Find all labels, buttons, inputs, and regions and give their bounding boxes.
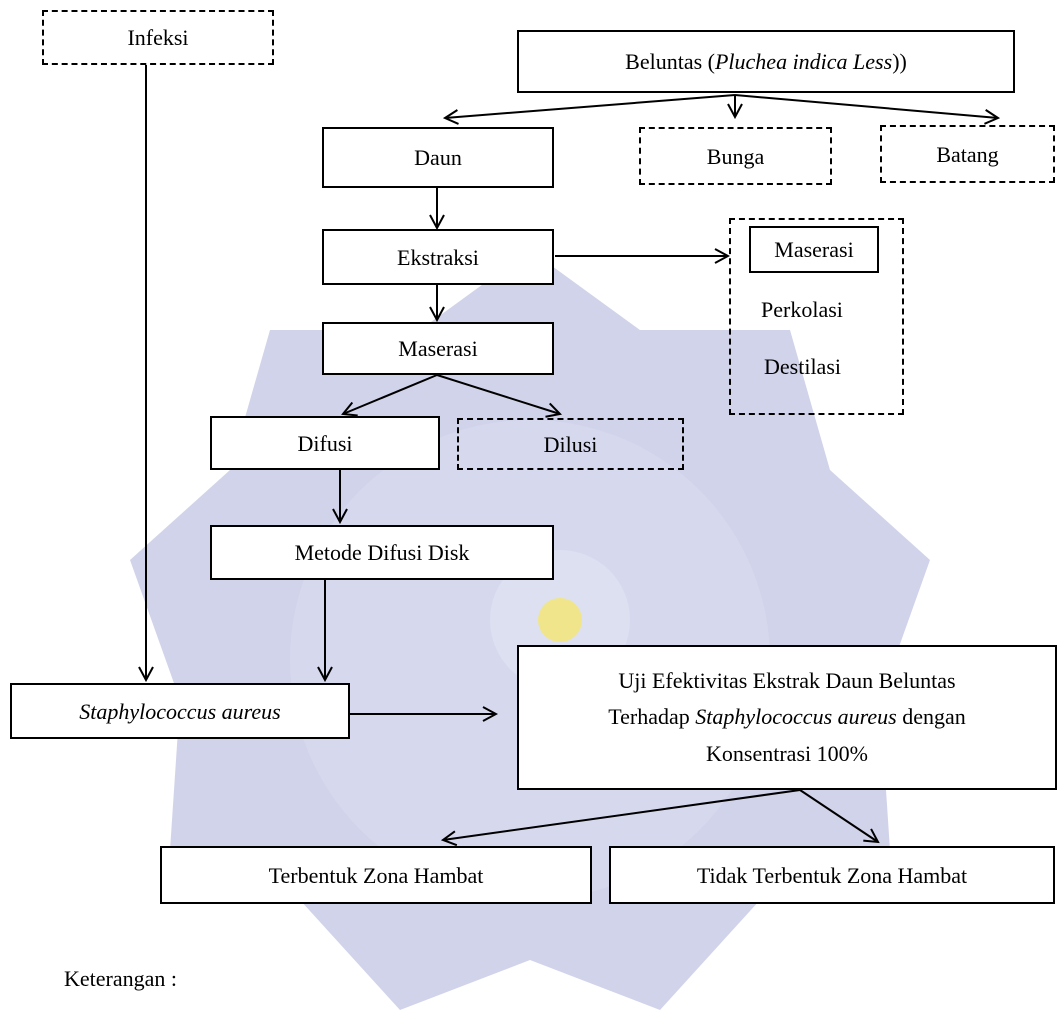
arrow-maserasi-difusi bbox=[343, 374, 438, 414]
node-daun-label: Daun bbox=[414, 145, 462, 170]
node-infeksi-label: Infeksi bbox=[127, 25, 189, 50]
node-bunga: Bunga bbox=[639, 127, 832, 185]
node-metode-difusi-disk: Metode Difusi Disk bbox=[210, 525, 554, 580]
node-metode-difusi-disk-label: Metode Difusi Disk bbox=[294, 540, 470, 565]
uji-line-3: Konsentrasi 100% bbox=[706, 740, 868, 766]
method-maserasi-label: Maserasi bbox=[774, 237, 854, 262]
node-maserasi: Maserasi bbox=[322, 322, 554, 375]
node-uji-efektivitas: Uji Efektivitas Ekstrak Daun Beluntas Te… bbox=[517, 645, 1057, 790]
method-maserasi-highlight: Maserasi bbox=[749, 226, 879, 273]
node-batang: Batang bbox=[880, 125, 1055, 183]
node-tidak-terbentuk-zona-hambat: Tidak Terbentuk Zona Hambat bbox=[609, 846, 1055, 904]
node-difusi-label: Difusi bbox=[297, 430, 353, 456]
method-destilasi-label: Destilasi bbox=[764, 354, 841, 379]
node-uji-efektivitas-text: Uji Efektivitas Ekstrak Daun Beluntas Te… bbox=[608, 663, 965, 772]
uji-line-1: Uji Efektivitas Ekstrak Daun Beluntas bbox=[618, 668, 956, 694]
node-infeksi: Infeksi bbox=[42, 10, 274, 65]
node-dilusi-label: Dilusi bbox=[543, 431, 598, 457]
node-difusi: Difusi bbox=[210, 416, 440, 470]
method-perkolasi-label: Perkolasi bbox=[761, 297, 843, 322]
node-beluntas: Beluntas (Pluchea indica Less)) bbox=[517, 30, 1015, 93]
arrow-maserasi-dilusi bbox=[436, 374, 560, 414]
node-maserasi-label: Maserasi bbox=[398, 336, 478, 361]
node-staphylococcus: Staphylococcus aureus bbox=[10, 683, 350, 739]
watermark-emblem-center bbox=[538, 598, 582, 642]
node-staphylococcus-label: Staphylococcus aureus bbox=[79, 698, 281, 724]
arrow-beluntas-daun bbox=[445, 94, 736, 118]
arrow-beluntas-batang bbox=[734, 94, 998, 118]
node-ekstraksi: Ekstraksi bbox=[322, 229, 554, 285]
node-beluntas-label: Beluntas (Pluchea indica Less)) bbox=[625, 49, 907, 74]
legend-label: Keterangan : bbox=[64, 966, 177, 991]
node-terbentuk-zona-hambat: Terbentuk Zona Hambat bbox=[160, 846, 592, 904]
uji-line-2: Terhadap Staphylococcus aureus dengan bbox=[608, 704, 966, 730]
node-terbentuk-label: Terbentuk Zona Hambat bbox=[268, 862, 484, 888]
node-dilusi: Dilusi bbox=[457, 418, 684, 470]
node-tidak-terbentuk-label: Tidak Terbentuk Zona Hambat bbox=[696, 862, 968, 888]
arrow-uji-terbentuk bbox=[443, 789, 801, 840]
node-batang-label: Batang bbox=[936, 141, 999, 167]
node-bunga-label: Bunga bbox=[706, 143, 765, 169]
arrow-uji-tidak bbox=[799, 789, 878, 842]
node-daun: Daun bbox=[322, 127, 554, 188]
node-ekstraksi-label: Ekstraksi bbox=[397, 244, 479, 270]
node-extraction-methods bbox=[729, 218, 904, 415]
